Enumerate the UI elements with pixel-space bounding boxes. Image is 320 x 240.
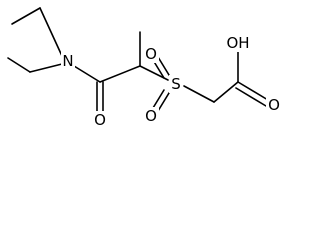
amide-o-label: O [94,111,106,129]
bond-carbonyl-c-ch [99,65,141,83]
atom-amide-o: O [92,111,108,129]
sulfur-label: S [171,75,181,93]
bond-sulfur-ch2 [183,85,215,103]
acid-o-label: O [268,96,280,114]
amide-n-label: N [62,52,73,70]
sulfonyl-o-bottom-label: O [145,107,157,125]
acid-oh-label: OH [226,34,249,52]
sulfonyl-o-top-label: O [145,45,157,63]
bond-s-o-bottom-a [152,89,165,109]
bond-carboxyl-double-b [235,87,267,107]
bond-s-o-bottom-b [157,92,170,112]
bond-carboxyl-double-a [237,81,269,101]
bond-n-carbonyl-c [73,65,101,83]
bond-s-o-top-b [157,56,170,76]
bond-lower-ethyl-ch3-ch2 [7,57,31,73]
atom-acid-oh: OH [224,34,252,52]
bond-ch2-carboxyl-c [213,81,239,103]
bond-lower-ethyl-ch2-n [29,63,63,73]
chemical-structure-diagram: N O S O O OH O [7,7,282,129]
atom-amide-n: N [61,52,75,70]
bond-upper-ethyl-ch3-ch2 [11,7,41,25]
atom-acid-o: O [266,96,282,114]
atom-sulfur: S [169,75,183,93]
bond-upper-ethyl-ch2-n [39,7,63,57]
atom-sulfonyl-o-top: O [143,45,159,63]
atom-sulfonyl-o-bottom: O [143,107,159,125]
